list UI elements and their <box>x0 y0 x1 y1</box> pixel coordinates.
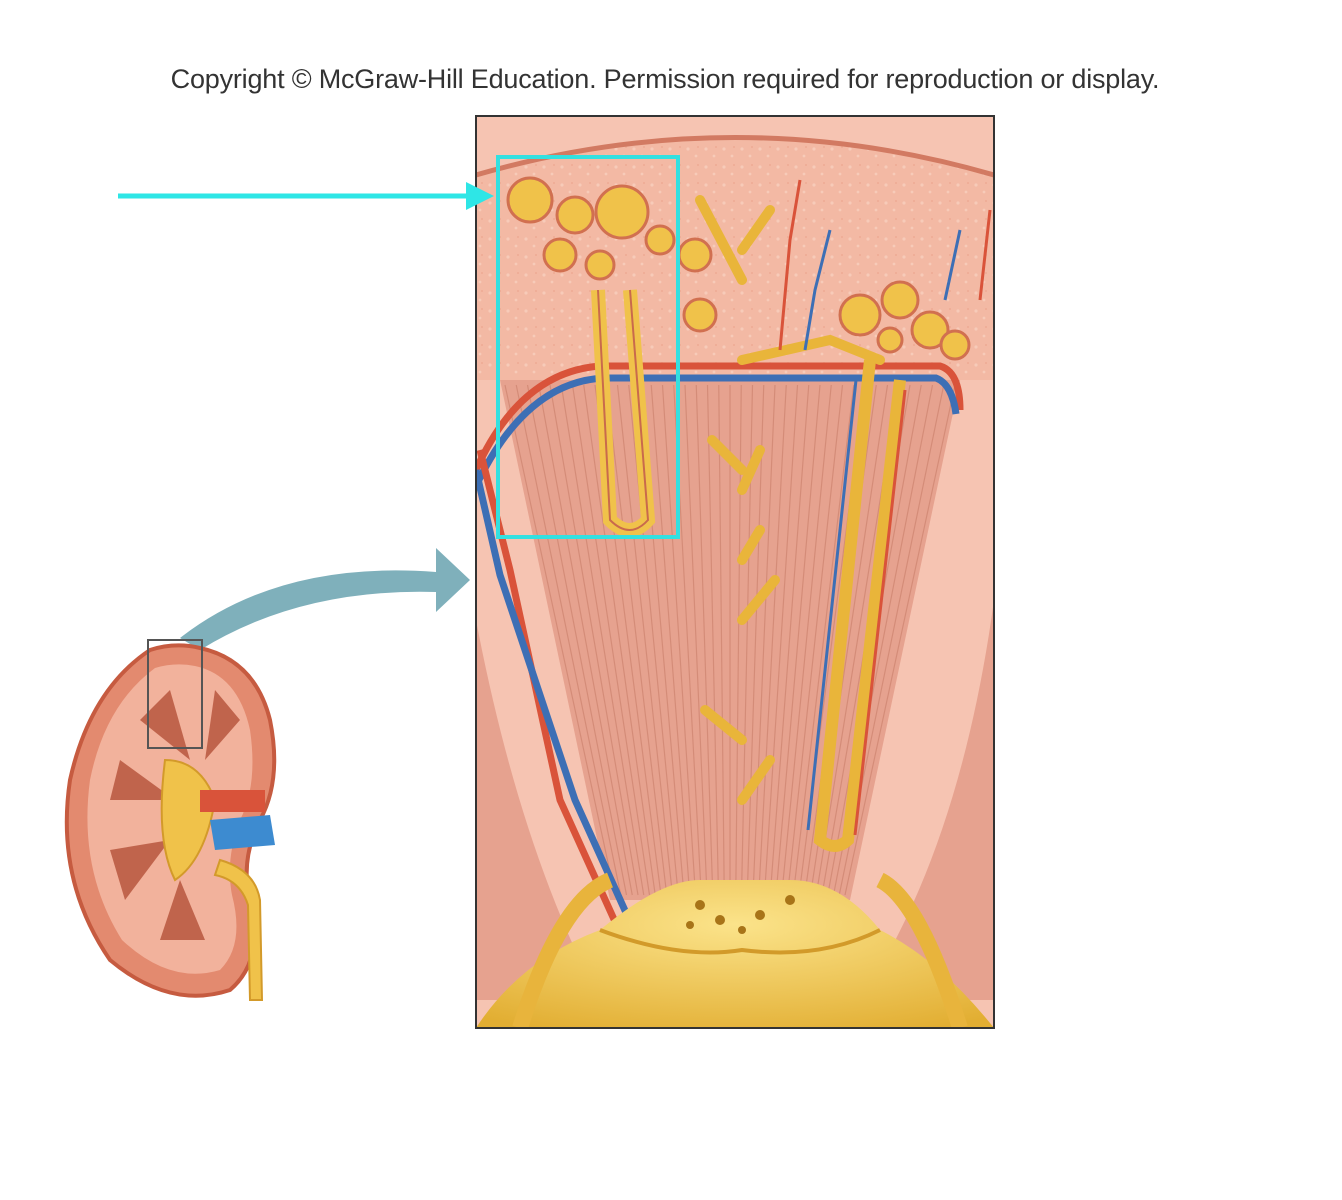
interlobar-vein <box>476 469 674 1012</box>
kidney-zoom-box <box>147 639 203 749</box>
pyramid-striation <box>504 384 616 896</box>
pyramid-striation <box>583 384 656 896</box>
pyramid-striation <box>695 384 714 896</box>
nephron-loop-right <box>813 359 906 852</box>
pyramid-striation <box>538 384 633 896</box>
pyramid-striation <box>786 384 844 896</box>
pyramid-striation <box>775 384 821 896</box>
glomeruli-cluster-right <box>838 280 971 361</box>
arcuate-artery <box>476 362 964 472</box>
detail-panel-border <box>475 115 995 1029</box>
nephron-highlight-box <box>496 155 680 539</box>
side-pyramid-right <box>860 600 994 1000</box>
pyramid-striation <box>515 384 622 896</box>
nephron-detail-panel <box>476 116 994 1028</box>
pyramid-striation <box>628 384 679 896</box>
papillary-openings <box>686 895 795 934</box>
callout-arrow-icon <box>180 548 470 650</box>
side-pyramid-left <box>476 620 600 1000</box>
pyramid-striation <box>616 384 674 896</box>
arcuate-vein <box>476 374 960 488</box>
pyramid-striation <box>605 384 668 896</box>
pyramid-striation <box>526 384 628 896</box>
cortical-vessels <box>778 179 992 351</box>
pyramid-striation <box>661 384 697 896</box>
pyramid-striation <box>763 384 799 896</box>
minor-calyx <box>476 880 994 1028</box>
pyramid-striation <box>844 384 956 896</box>
kidney-icon <box>64 639 277 1001</box>
copyright-notice: Copyright © McGraw-Hill Education. Permi… <box>170 64 1160 94</box>
pyramid-striation <box>781 384 832 896</box>
collecting-duct-branches <box>695 195 885 805</box>
pyramid-striation <box>571 384 651 896</box>
pyramid-striation <box>769 384 810 896</box>
pyramid-striation <box>560 384 645 896</box>
pyramid-striation <box>792 384 855 896</box>
pyramid-striation <box>549 384 639 896</box>
pointer-arrow-icon <box>118 182 494 210</box>
pyramid-striation <box>758 384 787 896</box>
pyramid-striation <box>650 384 691 896</box>
pyramid-striation <box>706 384 720 896</box>
pyramid-striation <box>752 384 776 896</box>
pyramid-striation <box>718 384 725 896</box>
glomeruli-cluster-left <box>506 176 718 333</box>
pyramid-striation <box>684 384 708 896</box>
